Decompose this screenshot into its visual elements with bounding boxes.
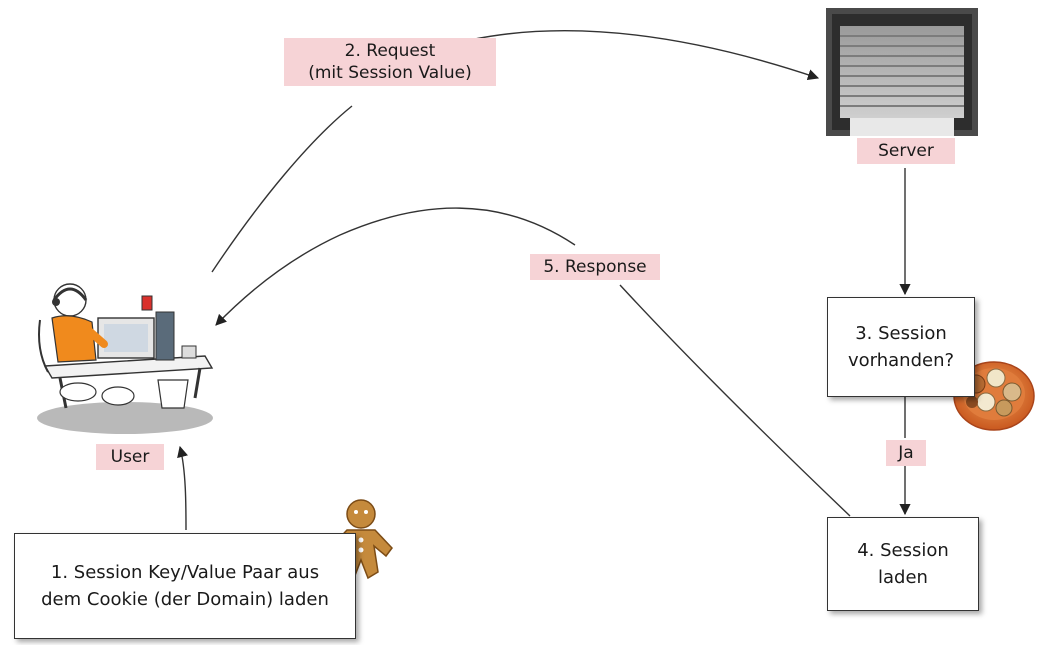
user-at-desk-icon <box>37 283 214 434</box>
step3-text: 3. Session vorhanden? <box>847 323 955 371</box>
server-rack-icon <box>826 8 978 136</box>
step1-text: 1. Session Key/Value Paar aus dem Cookie… <box>41 562 329 610</box>
response-label: 5. Response <box>530 254 660 280</box>
step3-box: 3. Session vorhanden? <box>827 297 975 397</box>
server-label: Server <box>857 138 955 164</box>
step4-box: 4. Session laden <box>827 517 979 611</box>
cookie-to-user-arrow <box>177 445 188 531</box>
response-arrow <box>619 284 851 517</box>
step1-box: 1. Session Key/Value Paar aus dem Cookie… <box>14 533 356 639</box>
request-label: 2. Request (mit Session Value) <box>284 38 496 86</box>
request-arrow <box>211 105 353 273</box>
ja-label: Ja <box>886 440 926 466</box>
request-arrow-top <box>469 30 820 81</box>
user-label: User <box>96 444 164 470</box>
response-arrow-top <box>215 207 576 326</box>
step4-text: 4. Session laden <box>857 540 949 588</box>
